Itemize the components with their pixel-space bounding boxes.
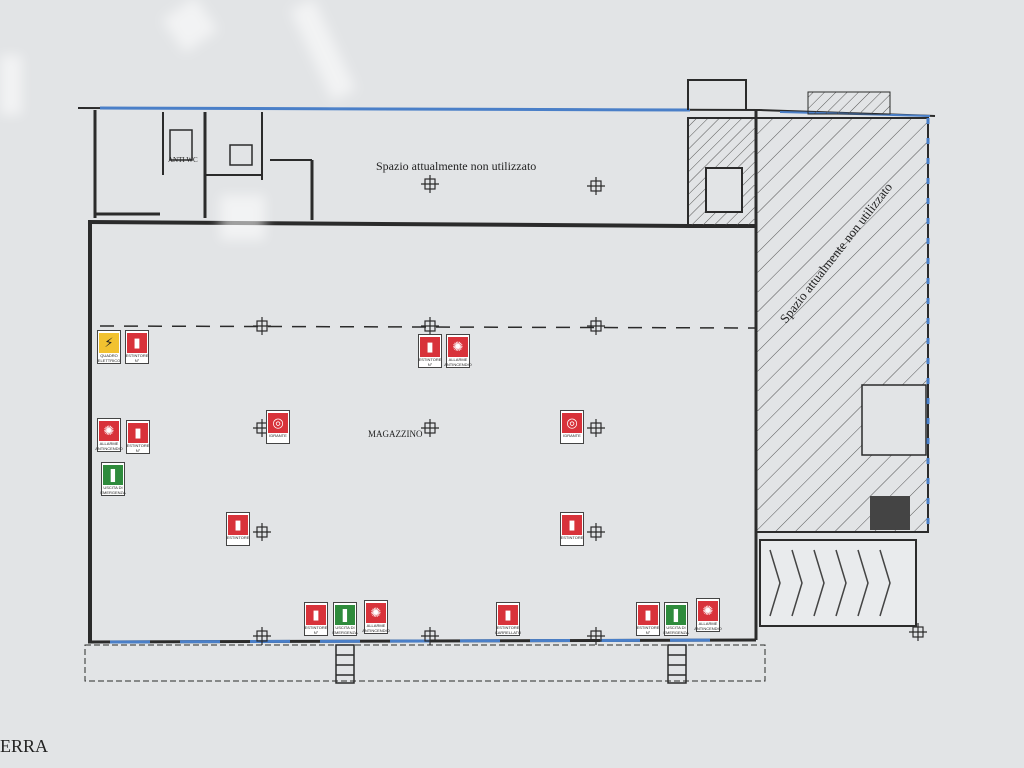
sign-caption: ESTINTORE N° [636,625,660,635]
fire-extinguisher-icon: ▮ [638,605,658,625]
sign-caption: USCITA DI EMERGENZA [663,625,689,635]
fire-hose-icon: ◎ [268,413,288,433]
emergency-exit-icon: ❚ [335,605,355,625]
sign-caption: IDRANTE [269,433,287,438]
sign-caption: ALLARME ANTINCENDIO [95,441,123,451]
electric-hazard-icon: ⚡ [99,333,119,353]
sign-caption: ALLARME ANTINCENDIO [362,623,390,633]
column-markers [253,175,927,645]
sign-caption: ESTINTORE [226,535,250,540]
fire-extinguisher-icon: ▮ [127,333,147,353]
sign-caption: ESTINTORE N° [125,353,149,363]
sign-estintore-6: ▮ESTINTORE N° [304,602,328,636]
sign-uscita-1: ❚USCITA DI EMERGENZA [100,462,126,496]
sign-caption: USCITA DI EMERGENZA [332,625,358,635]
sign-caption: ESTINTORE N° [418,357,442,367]
fire-alarm-icon: ✺ [99,421,119,441]
sign-uscita-2: ❚USCITA DI EMERGENZA [332,602,358,636]
sign-idrante-2: ◎IDRANTE [560,410,584,444]
sign-quadro-elettrico: ⚡QUADRO ELETTRICO [97,330,121,364]
ramp-chevrons [769,549,891,617]
sign-caption: IDRANTE [563,433,581,438]
main-room-label: MAGAZZINO [368,429,423,439]
footer-fragment: ERRA [0,736,48,756]
sign-estintore-5: ▮ESTINTORE [560,512,584,546]
fire-extinguisher-icon: ▮ [498,605,518,625]
fire-alarm-icon: ✺ [366,603,386,623]
entry-steps [335,644,687,684]
sign-estintore-4: ▮ESTINTORE [226,512,250,546]
sign-estintore-1: ▮ESTINTORE N° [125,330,149,364]
emergency-exit-icon: ❚ [103,465,123,485]
sign-uscita-3: ❚USCITA DI EMERGENZA [663,602,689,636]
sign-caption: ESTINTORE [560,535,584,540]
sign-estintore-2: ▮ESTINTORE N° [126,420,150,454]
sign-allarme-4: ✺ALLARME ANTINCENDIO [694,598,722,632]
right-unused-area [687,79,930,627]
fire-extinguisher-icon: ▮ [306,605,326,625]
sign-estintore-3: ▮ESTINTORE N° [418,334,442,368]
top-room-label: Spazio attualmente non utilizzato [376,159,536,173]
sign-caption: ALLARME ANTINCENDIO [444,357,472,367]
sign-allarme-3: ✺ALLARME ANTINCENDIO [362,600,390,634]
sign-allarme-1: ✺ALLARME ANTINCENDIO [95,418,123,452]
sign-caption: QUADRO ELETTRICO [97,353,121,363]
fire-extinguisher-icon: ▮ [128,423,148,443]
sign-caption: USCITA DI EMERGENZA [100,485,126,495]
top-windows [99,106,691,112]
sign-allarme-2: ✺ALLARME ANTINCENDIO [444,334,472,368]
fire-alarm-icon: ✺ [448,337,468,357]
antiwc-label: ANTI WC [168,156,198,164]
fire-alarm-icon: ✺ [698,601,718,621]
sign-estintore-8: ▮ESTINTORE N° [636,602,660,636]
fire-extinguisher-icon: ▮ [420,337,440,357]
sign-idrante-1: ◎IDRANTE [266,410,290,444]
sign-caption: ESTINTORE CARRELLATO [494,625,522,635]
fire-hose-icon: ◎ [562,413,582,433]
fire-extinguisher-icon: ▮ [562,515,582,535]
fire-extinguisher-icon: ▮ [228,515,248,535]
emergency-exit-icon: ❚ [666,605,686,625]
sign-caption: ALLARME ANTINCENDIO [694,621,722,631]
sign-caption: ESTINTORE N° [126,443,150,453]
sign-caption: ESTINTORE N° [304,625,328,635]
sign-estintore-7: ▮ESTINTORE CARRELLATO [494,602,522,636]
